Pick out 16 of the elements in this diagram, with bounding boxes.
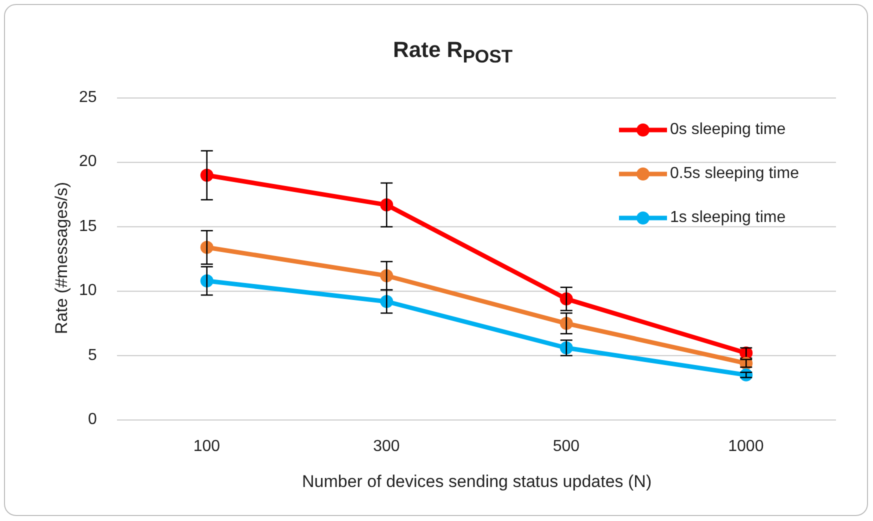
- x-tick-label: 100: [193, 438, 220, 456]
- x-tick-label: 300: [373, 438, 400, 456]
- y-tick-label: 0: [88, 411, 97, 429]
- legend-label: 0.5s sleeping time: [670, 165, 799, 183]
- x-axis-title: Number of devices sending status updates (N): [302, 472, 652, 492]
- y-tick-label: 25: [79, 89, 97, 107]
- y-axis-title: Rate (#messages/s): [52, 182, 72, 334]
- y-tick-label: 15: [79, 218, 97, 236]
- x-tick-label: 500: [552, 438, 580, 456]
- y-tick-label: 5: [88, 346, 97, 365]
- legend-label: 1s sleeping time: [670, 209, 786, 227]
- y-tick-label: 20: [79, 153, 97, 172]
- x-tick-label: 1000: [728, 438, 764, 456]
- chart-title: Rate R$_{POST}$: [393, 37, 513, 68]
- y-tick-label: 10: [79, 282, 97, 300]
- legend-label: 0s sleeping time: [670, 121, 786, 139]
